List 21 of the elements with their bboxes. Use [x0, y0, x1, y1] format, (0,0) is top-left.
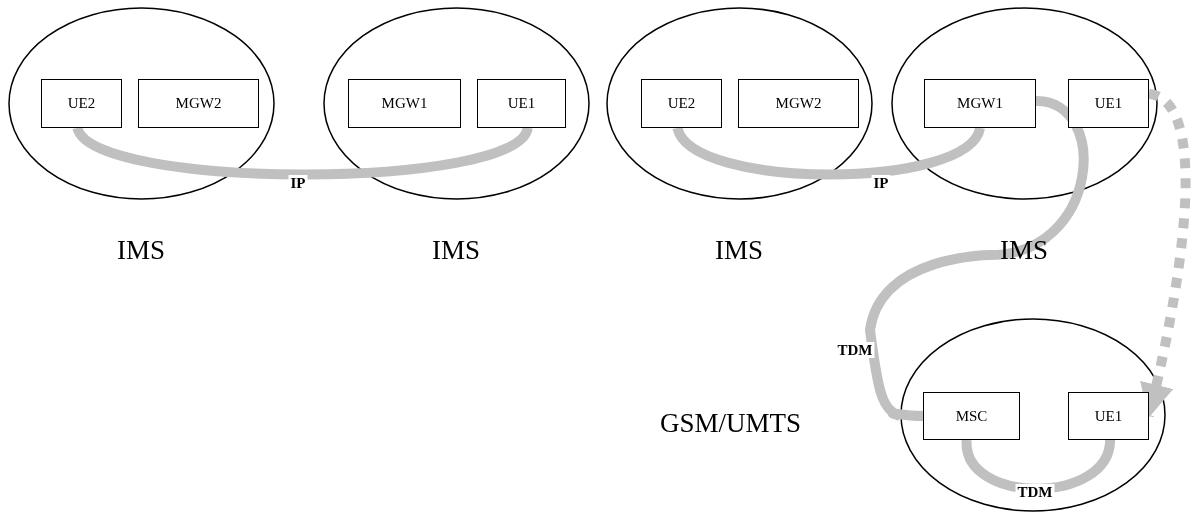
- network-label: IMS: [117, 235, 165, 266]
- network-label: IMS: [1000, 235, 1048, 266]
- network-label: GSM/UMTS: [660, 408, 802, 439]
- entity-box: MGW2: [138, 79, 259, 128]
- edge-label: TDM: [1015, 484, 1055, 500]
- entity-box: MGW1: [924, 79, 1036, 128]
- entity-box: UE2: [41, 79, 122, 128]
- edge-label: TDM: [835, 342, 875, 358]
- entity-box: UE1: [1068, 392, 1149, 440]
- entity-box: UE2: [641, 79, 722, 128]
- entity-box: MGW2: [738, 79, 859, 128]
- entity-box: UE1: [1068, 79, 1149, 128]
- entity-box: UE1: [477, 79, 566, 128]
- network-label: IMS: [432, 235, 480, 266]
- entity-box: MGW1: [348, 79, 461, 128]
- edge-label: IP: [871, 175, 891, 191]
- entity-box: MSC: [923, 392, 1020, 440]
- edge-label: IP: [288, 175, 308, 191]
- connector-line: [673, 125, 985, 180]
- network-label: IMS: [715, 235, 763, 266]
- arrow: [1139, 89, 1191, 418]
